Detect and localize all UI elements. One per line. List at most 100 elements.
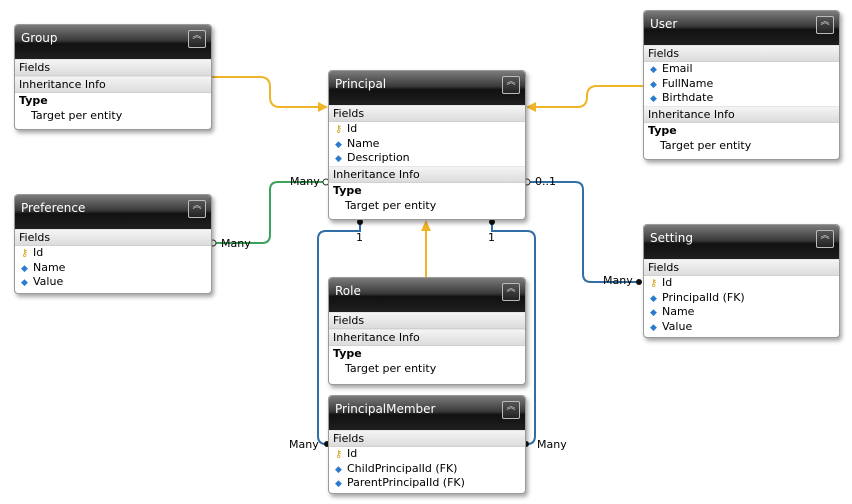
inheritance-section-header[interactable]: Inheritance Info [329,329,525,346]
type-label: Type [19,94,48,107]
entity-role[interactable]: Role ︽ Fields Inheritance Info Type Targ… [328,277,526,385]
end-dot-member-left-top [357,219,363,225]
type-value: Target per entity [660,138,752,152]
field-name: Name [347,136,380,150]
field-row[interactable]: ◆FullName [644,77,839,92]
type-label: Type [333,347,362,360]
field-row[interactable]: ⚷ Id [329,447,525,462]
entity-header[interactable]: Preference ︽ [15,195,211,229]
entity-title: Principal [335,77,387,91]
field-name: Id [347,122,358,135]
field-name: Id [347,447,358,460]
field-name: ChildPrincipalId (FK) [347,461,458,475]
entity-setting[interactable]: Setting ︽ Fields ⚷ Id ◆ PrincipalId (FK) ◆… [643,224,840,338]
connector-principal-preference [215,181,325,244]
property-diamond-icon: ◆ [650,293,657,304]
entity-title: Preference [21,201,86,215]
entity-header[interactable]: Group ︽ [15,25,211,59]
collapse-chevrons-icon[interactable]: ︽ [502,76,520,94]
label-pref-principal: Many [290,175,320,188]
field-row[interactable]: ◆ Name [644,305,839,320]
label-setting-principal: 0..1 [535,175,556,188]
entity-title: Group [21,31,58,45]
field-row[interactable]: ◆Name [329,137,525,152]
field-name: Id [662,276,673,289]
type-value: Target per entity [31,109,123,122]
collapse-chevrons-icon[interactable]: ︽ [502,283,520,301]
entity-header[interactable]: User ︽ [644,11,839,45]
property-diamond-icon: ◆ [650,94,657,104]
connector-member-left [317,223,361,445]
connector-member-right [491,223,536,445]
fields-section-header[interactable]: Fields [329,430,525,447]
field-row[interactable]: ⚷Id [329,122,525,137]
field-row[interactable]: ◆ Value [644,320,839,335]
inheritance-section-header[interactable]: Inheritance Info [329,165,525,183]
fields-section-header[interactable]: Fields [15,59,211,76]
entity-header[interactable]: Principal ︽ [329,71,525,105]
fields-section-header[interactable]: Fields [329,312,525,329]
property-diamond-icon: ◆ [650,322,657,333]
entity-principal-member[interactable]: PrincipalMember ︽ Fields ⚷Id ◆ChildPrinc… [328,395,526,494]
entity-header[interactable]: Role ︽ [329,278,525,312]
collapse-chevrons-icon[interactable]: ︽ [188,200,206,218]
entity-header[interactable]: PrincipalMember ︽ [329,396,525,430]
type-label: Type [333,183,362,197]
collapse-chevrons-icon[interactable]: ︽ [816,16,834,34]
key-icon: ⚷ [650,278,658,289]
field-row[interactable]: ◆Value [15,275,211,290]
field-name: Description [347,151,410,164]
entity-title: Role [335,284,361,298]
key-icon: ⚷ [335,449,343,460]
fields-section-header[interactable]: Fields [15,229,211,246]
field-name: PrincipalId (FK) [662,290,745,304]
property-diamond-icon: ◆ [335,479,342,489]
field-row[interactable]: ◆ Description [329,151,525,166]
field-row[interactable]: ⚷ Id [644,276,839,291]
inheritance-section-header[interactable]: Inheritance Info [15,76,211,93]
fields-section-header[interactable]: Fields [644,45,839,62]
collapse-chevrons-icon[interactable]: ︽ [188,30,206,48]
field-row[interactable]: ◆ ParentPrincipalId (FK) [329,476,525,491]
label-member-right-bottom: Many [537,438,567,451]
entity-header[interactable]: Setting ︽ [644,225,839,259]
fields-section-header[interactable]: Fields [329,105,525,122]
field-row[interactable]: ◆ PrincipalId (FK) [644,291,839,306]
inheritance-section-header[interactable]: Inheritance Info [644,105,839,123]
entity-user[interactable]: User ︽ Fields ◆Email ◆FullName ◆Birthdat… [643,10,840,160]
key-icon: ⚷ [21,248,29,259]
entity-preference[interactable]: Preference ︽ Fields ⚷ Id ◆Name ◆Value [14,194,212,294]
field-name: ParentPrincipalId (FK) [347,476,465,489]
entity-title: User [650,17,678,31]
entity-group[interactable]: Group ︽ Fields Inheritance Info Type Tar… [14,24,212,130]
field-row[interactable]: ⚷ Id [15,246,211,261]
connector-group-principal [211,76,320,108]
collapse-chevrons-icon[interactable]: ︽ [502,401,520,419]
field-row[interactable]: ◆ Email [644,62,839,77]
collapse-chevrons-icon[interactable]: ︽ [816,230,834,248]
field-name: Value [662,319,693,333]
property-diamond-icon: ◆ [21,263,28,274]
field-name: Email [662,62,693,75]
label-member-left-bottom: Many [289,438,319,451]
field-name: Name [662,305,695,318]
field-row[interactable]: ◆Birthdate [644,91,839,106]
property-diamond-icon: ◆ [335,154,342,164]
property-diamond-icon: ◆ [650,308,657,318]
entity-title: Setting [650,231,693,245]
property-diamond-icon: ◆ [650,65,657,75]
field-row[interactable]: ◆ChildPrincipalId (FK) [329,462,525,477]
connector-principal-setting [528,181,638,283]
end-dot-setting [636,279,642,285]
label-pref-preference: Many [221,237,251,250]
type-value: Target per entity [345,198,437,212]
fields-section-header[interactable]: Fields [644,259,839,276]
field-row[interactable]: ◆Name [15,261,211,276]
entity-title: PrincipalMember [335,402,436,416]
field-name: FullName [662,76,714,90]
arrowhead-group-principal [318,102,328,112]
field-name: Id [33,246,44,259]
label-setting-setting: Many [603,274,633,287]
label-member-left-top: 1 [356,231,363,244]
entity-principal[interactable]: Principal ︽ Fields ⚷Id ◆Name ◆ Descriptio… [328,70,526,220]
